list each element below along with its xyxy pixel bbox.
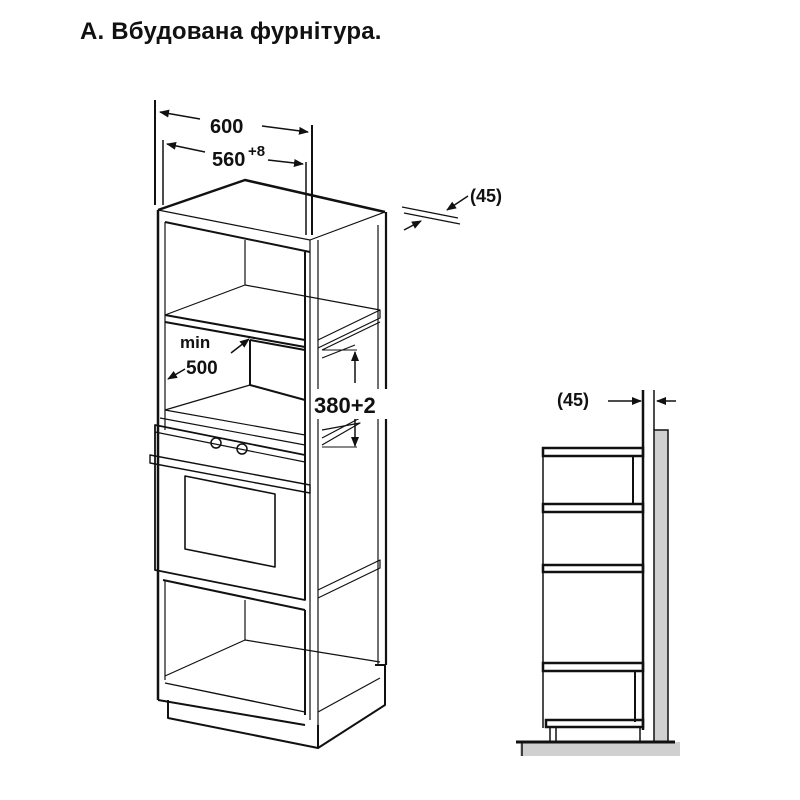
dimension-min-depth: min 500 (167, 333, 250, 380)
oven (149, 424, 311, 601)
wall-panel (653, 429, 669, 746)
oven-knob-right-icon (236, 443, 248, 455)
oven-knob-left-icon (210, 437, 222, 449)
tall-cabinet (149, 100, 388, 749)
dimension-niche-height: 380+2 (312, 349, 388, 448)
min-label: min (180, 333, 210, 352)
rear-gap-top-label: (45) (470, 186, 502, 206)
niche-height-label: 380+2 (314, 393, 376, 418)
dimension-600-label: 600 (210, 116, 243, 138)
dimension-600: 600 (159, 109, 309, 138)
dimension-560-tolerance: +8 (248, 143, 265, 160)
min-depth-label: 500 (186, 358, 218, 379)
dimension-560: 560 +8 (166, 141, 304, 171)
floor (520, 742, 680, 756)
dimension-rear-gap-top: (45) (401, 186, 502, 231)
diagram-title: А. Вбудована фурнітура. (80, 18, 382, 45)
side-section-view (516, 390, 680, 756)
rear-gap-side-label: (45) (557, 390, 589, 410)
dimension-560-label: 560 (212, 149, 245, 171)
oven-window (184, 475, 276, 568)
dimension-rear-gap-side: (45) (557, 390, 676, 410)
